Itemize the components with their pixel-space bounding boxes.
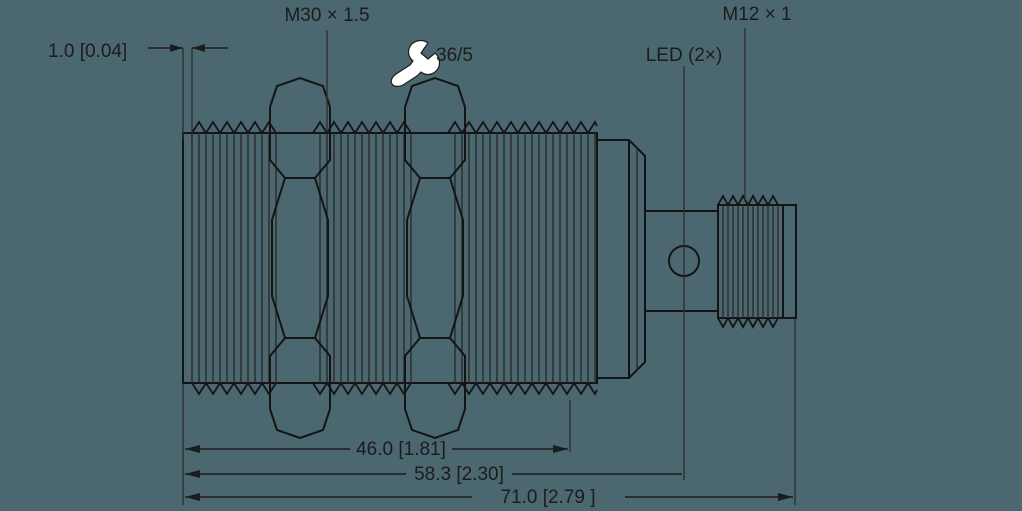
arrow-left-1 (192, 44, 205, 52)
arrow-left-46 (185, 445, 200, 453)
dim-text-thread-length: 46.0 [1.81] (356, 439, 446, 460)
arrow-left-71 (185, 493, 200, 501)
arrow-right-46 (553, 445, 568, 453)
thread-crests-top (191, 120, 598, 135)
dim-text-face-offset: 1.0 [0.04] (48, 41, 127, 62)
label-led: LED (2×) (646, 45, 723, 66)
hex-nut-1 (269, 76, 331, 440)
label-m30-thread: M30 × 1.5 (284, 5, 369, 26)
label-m12-thread: M12 × 1 (722, 4, 791, 25)
dimension-overall-length (185, 493, 793, 501)
m12-connector-thread (717, 194, 797, 329)
threaded-barrel-group (182, 120, 598, 396)
dimension-body-length (185, 470, 682, 478)
bottom-extension-lines (182, 262, 796, 505)
m12-body (717, 204, 797, 319)
thread-crests-bottom (191, 381, 598, 396)
arrow-right-71 (778, 493, 793, 501)
dim-text-body-length: 58.3 [2.30] (414, 464, 504, 485)
thread-flank-lines (198, 133, 596, 383)
hex-nut-2 (404, 76, 466, 440)
rear-body-block (597, 139, 646, 379)
label-wrench-size: 36/5 (436, 45, 473, 66)
arrow-right-1 (170, 44, 183, 52)
dim-text-overall-length: 71.0 [2.79 ] (500, 487, 595, 508)
connector-neck (645, 205, 718, 318)
m12-thread-flanks (722, 205, 784, 318)
arrow-left-58 (185, 470, 200, 478)
dimension-face-offset (148, 44, 228, 140)
dimension-thread-length (185, 445, 568, 453)
wrench-icon (390, 39, 441, 87)
